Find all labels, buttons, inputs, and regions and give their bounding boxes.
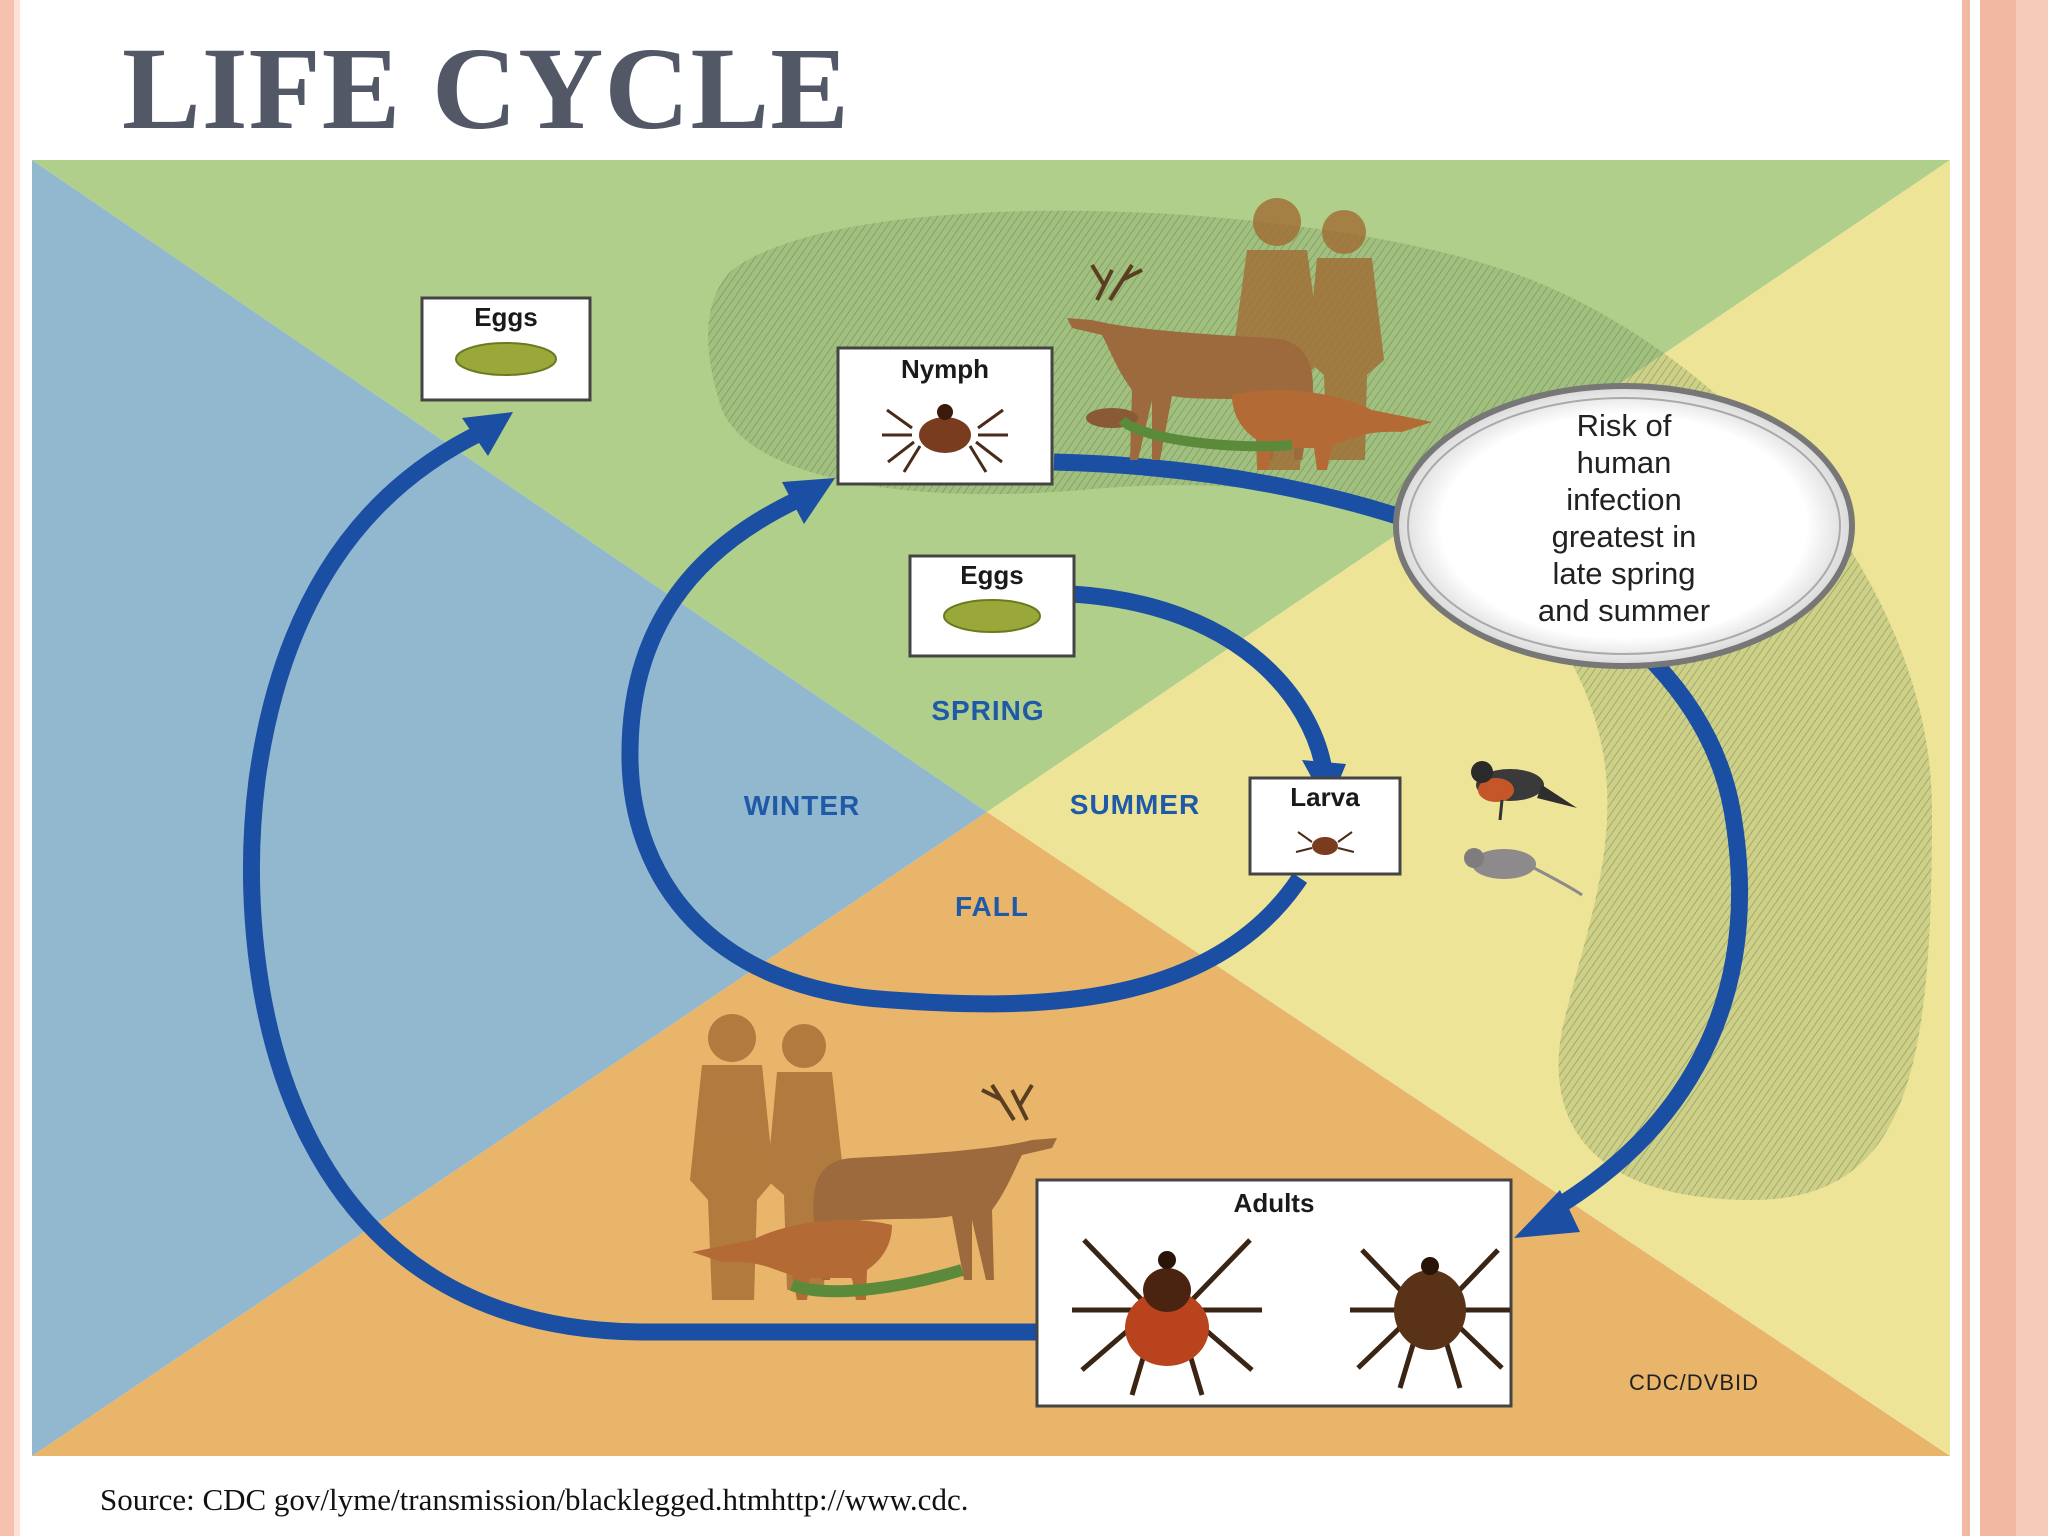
adults-box: Adults [1035,1178,1513,1408]
risk-line-1: Risk of [1577,408,1672,443]
adult-male-tick-icon [1350,1248,1510,1389]
eggs-inner-box: Eggs [908,554,1076,658]
larva-label: Larva [1290,782,1360,812]
outer-cycle-arrow [243,424,1037,1341]
risk-line-4: greatest in [1552,519,1697,554]
nymph-box: Nymph [836,346,1054,486]
season-label-spring: SPRING [931,695,1044,726]
risk-callout: Risk of human infection greatest in late… [1393,383,1855,669]
eggs-outer-box: Eggs [420,296,592,402]
inner-cycle-arrow [621,492,1308,1013]
risk-line-5: late spring [1552,556,1695,591]
egg-cluster-icon [455,342,557,376]
risk-line-2: human [1577,445,1672,480]
adults-label: Adults [1234,1188,1315,1218]
fox-icon-top [1086,390,1432,470]
winter-quadrant [32,160,987,1456]
slide-title: LIFE CYCLE [122,23,850,154]
season-label-winter: WINTER [744,790,860,821]
larva-tick-icon [1295,831,1355,855]
slide-left-border [0,0,20,1536]
deer-icon-bottom [813,1083,1057,1280]
nymph-label: Nymph [901,354,989,384]
risk-line-3: infection [1566,482,1681,517]
slide-right-border [1956,0,2048,1536]
risk-line-6: and summer [1538,593,1710,628]
season-label-summer: SUMMER [1070,789,1200,820]
nymph-tick-icon [882,404,1008,473]
fox-icon-bottom [692,1220,964,1300]
deer-icon-top [1067,263,1313,460]
image-credit: CDC/DVBID [1629,1370,1759,1395]
tick-life-cycle-diagram: Eggs Nymph Eggs Larva Adults [32,160,1950,1456]
spring-arrow [1071,585,1333,772]
adult-female-tick-icon [1072,1238,1262,1396]
mouse-icon [1464,848,1583,897]
outer-arrowhead [462,412,513,456]
summer-arrowhead [1514,1190,1580,1238]
season-label-fall: FALL [955,891,1029,922]
source-citation: Source: CDC gov/lyme/transmission/blackl… [100,1482,969,1517]
larva-box: Larva [1248,776,1402,876]
eggs-inner-label: Eggs [960,560,1024,590]
bird-icon [1471,761,1577,821]
egg-cluster-inner-icon [943,599,1041,633]
inner-arrowhead [782,478,835,524]
eggs-outer-label: Eggs [474,302,538,332]
summer-arrow [1053,453,1748,1218]
